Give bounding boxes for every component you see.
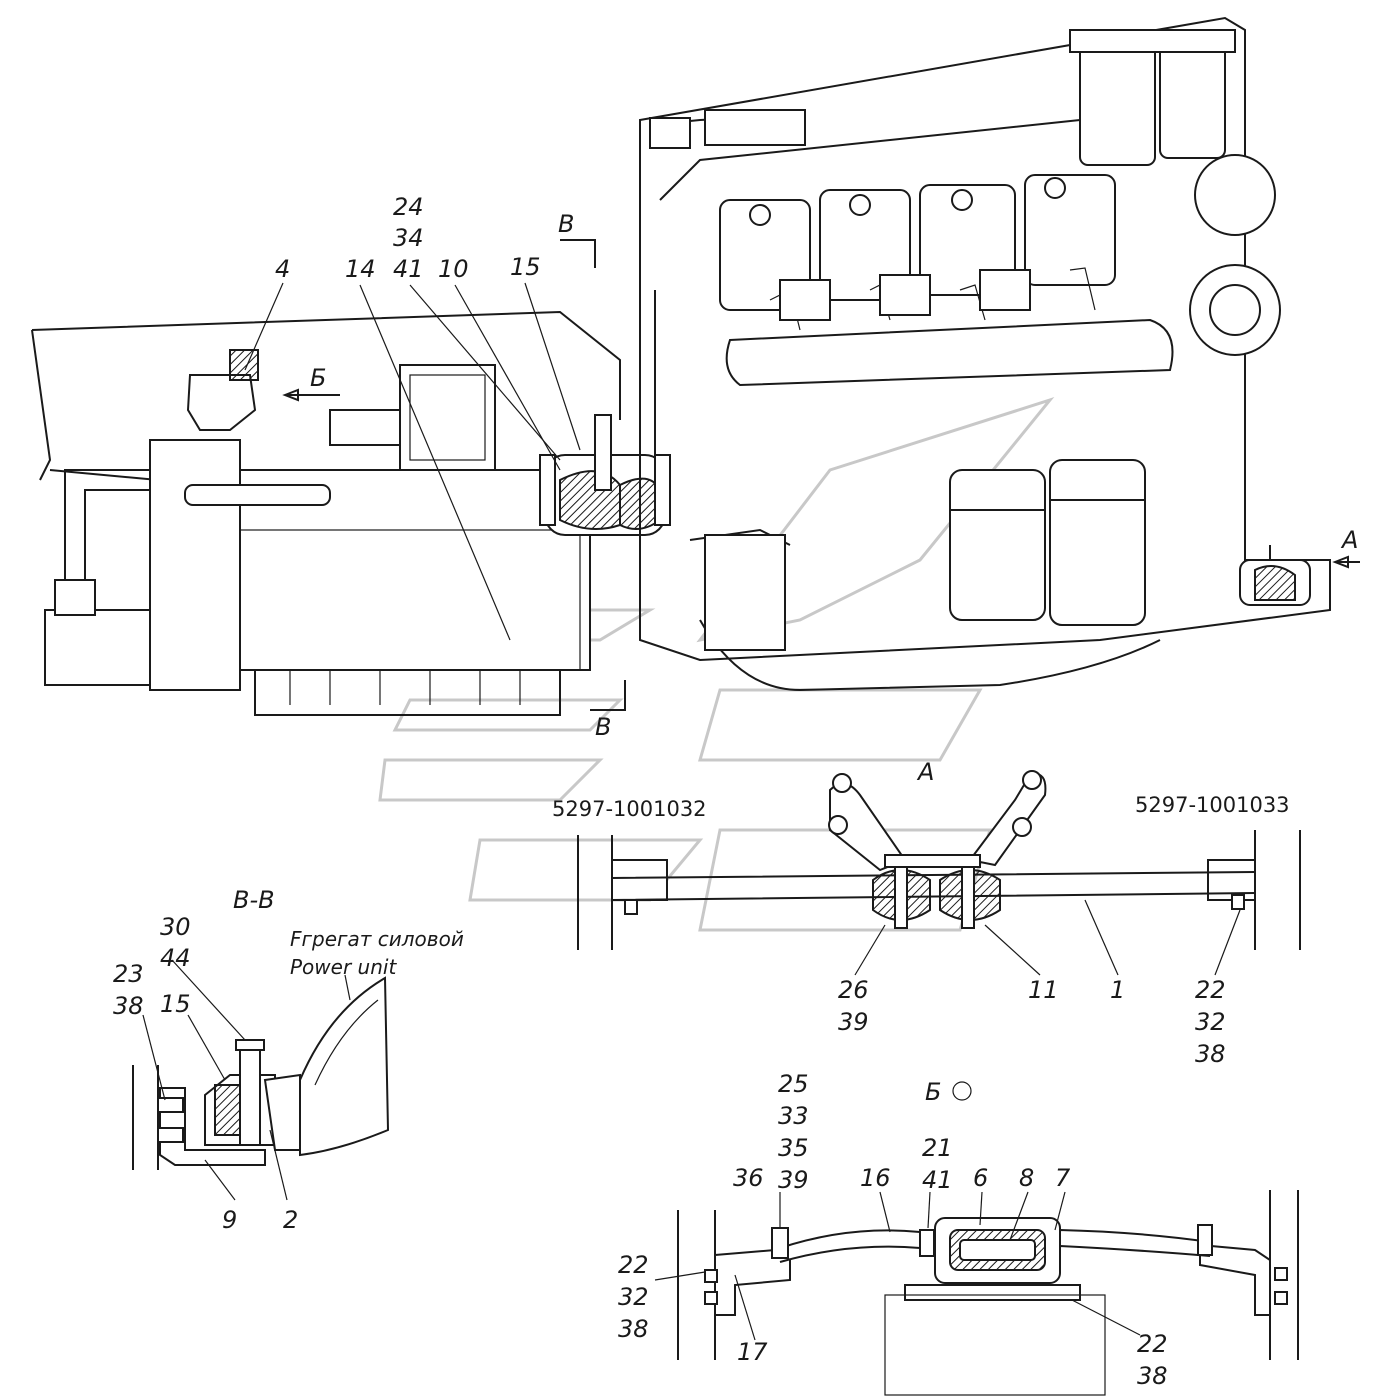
section-vv-title: В-В	[233, 886, 275, 914]
callout-36: 36	[733, 1164, 764, 1192]
main-view-callouts: 24 34 41 4 14 10 15	[244, 193, 581, 641]
callout-11: 11	[1028, 976, 1059, 1004]
callout-33: 33	[778, 1102, 809, 1130]
view-a: А 5297-1001032 5297-1001033 26 39 11 1	[552, 758, 1301, 1068]
callout-38-b-right: 38	[1137, 1362, 1168, 1390]
callout-32: 32	[1195, 1008, 1226, 1036]
power-unit-en: Power unit	[290, 955, 397, 979]
callout-9: 9	[222, 1206, 237, 1234]
callout-15-vv: 15	[160, 990, 191, 1018]
callout-30: 30	[160, 913, 191, 941]
callout-6: 6	[973, 1164, 988, 1192]
section-mark-b: Б	[310, 364, 326, 392]
callout-44: 44	[160, 944, 191, 972]
callout-38-b-left: 38	[618, 1315, 649, 1343]
callout-15: 15	[510, 253, 541, 281]
callout-39: 39	[838, 1008, 869, 1036]
view-b-title: Б	[925, 1078, 941, 1106]
section-marks-main: В В Б А	[282, 210, 1360, 741]
section-vv: В-В Fгрегат силовой Power unit 30 44 23 …	[113, 886, 464, 1234]
callout-35: 35	[778, 1134, 809, 1162]
callout-39-b: 39	[778, 1166, 809, 1194]
power-unit-ru: Fгрегат силовой	[290, 927, 464, 951]
callout-2: 2	[283, 1206, 298, 1234]
callout-41-b: 41	[922, 1166, 953, 1194]
callout-8: 8	[1019, 1164, 1034, 1192]
callout-22: 22	[1195, 976, 1226, 1004]
callout-14: 14	[345, 255, 376, 283]
view-b-circle-mark	[952, 1081, 972, 1101]
callout-38: 38	[1195, 1040, 1226, 1068]
callout-32-b-left: 32	[618, 1283, 649, 1311]
section-mark-v-bottom: В	[595, 713, 611, 741]
part-code-right: 5297-1001033	[1135, 793, 1290, 817]
callout-21: 21	[922, 1134, 953, 1162]
callout-38-vv: 38	[113, 992, 144, 1020]
view-b: Б 25 33 35	[618, 1070, 1299, 1396]
callout-16: 16	[860, 1164, 891, 1192]
callout-24: 24	[393, 193, 424, 221]
view-a-title: А	[916, 758, 934, 786]
callout-7: 7	[1055, 1164, 1071, 1192]
callout-26: 26	[838, 976, 869, 1004]
part-code-left: 5297-1001032	[552, 797, 707, 821]
callout-17: 17	[737, 1338, 768, 1366]
section-mark-v-top: В	[558, 210, 574, 238]
callout-34: 34	[393, 224, 424, 252]
callout-10: 10	[438, 255, 469, 283]
callout-22-b-left: 22	[618, 1251, 649, 1279]
callout-41: 41	[393, 255, 424, 283]
callout-22-b-right: 22	[1137, 1330, 1168, 1358]
callout-1: 1	[1110, 976, 1125, 1004]
view-arrow-a: А	[1340, 526, 1358, 554]
callout-23: 23	[113, 960, 144, 988]
main-view-power-unit	[31, 16, 1331, 716]
callout-25: 25	[778, 1070, 809, 1098]
callout-4: 4	[275, 255, 290, 283]
